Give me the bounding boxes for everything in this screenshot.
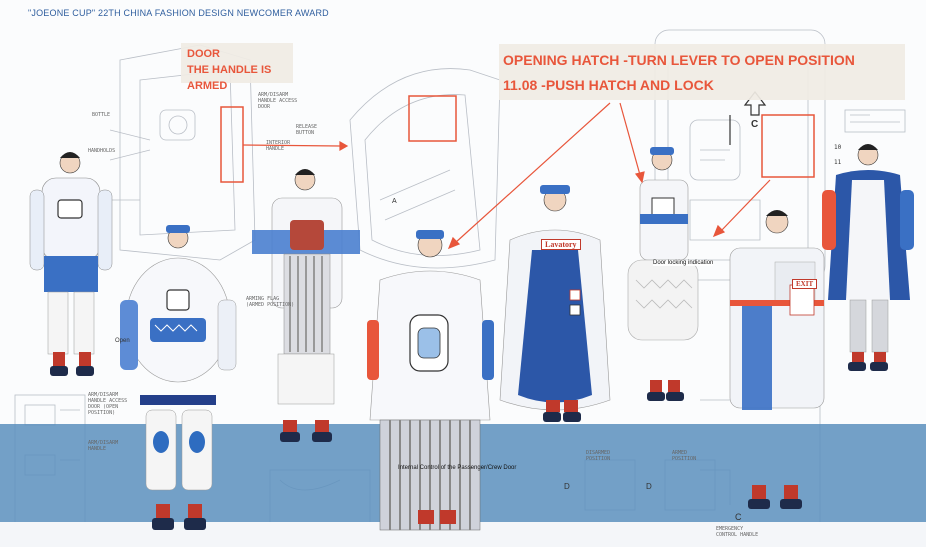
label-arming-flag: ARMING FLAG (ARMED POSITION) (246, 296, 295, 308)
label-armed-handle-access: ARM/DISARM HANDLE ACCESS DOOR (258, 92, 298, 110)
lavatory-badge: Lavatory (541, 239, 581, 250)
label-armed-position: ARMED POSITION (672, 450, 697, 462)
label-access-door-open: ARM/DISARM HANDLE ACCESS DOOR (OPEN POSI… (88, 392, 128, 416)
label-c: C (751, 119, 759, 130)
label-d-right: D (646, 482, 652, 491)
figure-2 (120, 225, 237, 530)
release-callout-box (408, 95, 457, 142)
internal-control-label: Internal Control of the Passenger/Crew D… (398, 465, 517, 471)
label-10: 10 (834, 144, 842, 151)
figure-7 (729, 210, 825, 509)
label-11: 11 (834, 159, 842, 166)
figure-4 (367, 230, 494, 531)
competition-header: "JOEONE CUP" 22TH CHINA FASHION DESIGN N… (28, 8, 329, 18)
hatch-callout: OPENING HATCH -TURN LEVER TO OPEN POSITI… (499, 44, 905, 100)
figure-6 (627, 147, 699, 401)
label-d-left: D (564, 482, 570, 491)
door-callout: DOOR THE HANDLE IS ARMED (181, 43, 293, 92)
label-emergency-handle: EMERGENCY CONTROL HANDLE (716, 526, 759, 538)
door-locking-label: Door locking indication (653, 260, 714, 266)
figure-8 (822, 144, 914, 371)
label-bottle: BOTTLE (92, 112, 111, 118)
label-c-bottom: C (735, 512, 742, 522)
handle-callout-box (220, 106, 244, 183)
label-interior-handle: INTERIOR HANDLE (266, 140, 291, 152)
label-handholds: HANDHOLDS (88, 148, 116, 154)
figure-5 (499, 185, 611, 422)
exit-badge: EXIT (792, 279, 818, 289)
label-disarmed-position: DISARMED POSITION (586, 450, 611, 462)
label-a: A (392, 198, 397, 205)
door-callout-line1: DOOR (187, 48, 220, 60)
label-open: Open (115, 338, 130, 344)
figure-1 (29, 152, 113, 376)
lever-callout-box (761, 114, 815, 178)
door-callout-line2: THE HANDLE IS ARMED (187, 64, 272, 92)
label-release-button: RELEASE BUTTON (296, 124, 318, 136)
hatch-callout-line1: OPENING HATCH -TURN LEVER TO OPEN POSITI… (503, 52, 855, 68)
label-arm-disarm-handle: ARM/DISARM HANDLE (88, 440, 119, 452)
figure-3 (252, 169, 360, 442)
hatch-callout-line2: 11.08 -PUSH HATCH AND LOCK (503, 77, 714, 93)
